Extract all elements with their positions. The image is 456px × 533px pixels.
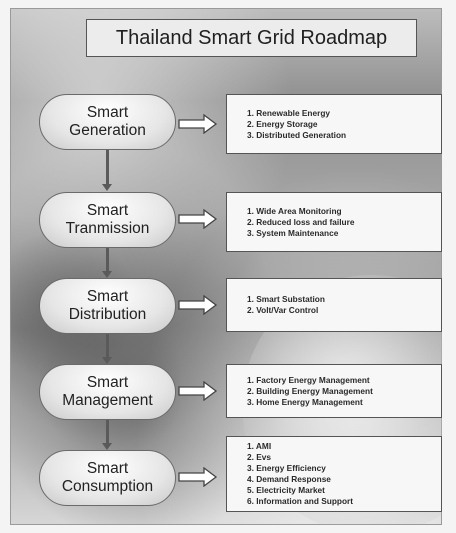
list-item: 5. Electricity Market <box>247 485 325 495</box>
stage-label-line1: Smart <box>86 104 129 121</box>
right-arrow-icon <box>178 381 218 401</box>
stage-items-list: 1. Factory Energy Management 2. Building… <box>247 375 373 408</box>
stage-label-line1: Smart <box>86 288 129 305</box>
stage-label-line1: Smart <box>86 374 129 391</box>
roadmap-title: Thailand Smart Grid Roadmap <box>86 19 417 57</box>
list-item: 3. Energy Efficiency <box>247 463 326 473</box>
list-item: 2. Building Energy Management <box>247 385 373 396</box>
list-item: 1. Renewable Energy <box>247 107 331 118</box>
stage-smart-generation: Smart Generation <box>39 94 176 150</box>
list-item: 1. AMI <box>247 441 272 451</box>
right-arrow-icon <box>178 467 218 487</box>
list-item: 3. Home Energy Management <box>247 396 363 407</box>
flow-connector <box>102 248 112 278</box>
flow-connector <box>102 334 112 364</box>
list-item: 4. Demand Response <box>247 474 331 484</box>
right-arrow-icon <box>178 209 218 229</box>
stage-label-line2: Management <box>62 392 153 409</box>
stage-items-box: 1. AMI 2. Evs 3. Energy Efficiency 4. De… <box>226 436 442 512</box>
stage-items-list: 1. Renewable Energy 2. Energy Storage 3.… <box>247 108 346 141</box>
stage-items-box: 1. Smart Substation 2. Volt/Var Control <box>226 278 442 332</box>
stage-label-line2: Distribution <box>68 306 147 323</box>
stage-smart-consumption: Smart Consumption <box>39 450 176 506</box>
list-item: 2. Evs <box>247 452 271 462</box>
right-arrow-icon <box>178 295 218 315</box>
stage-label-line2: Consumption <box>61 478 154 495</box>
list-item: 6. Information and Support <box>247 496 354 506</box>
stage-items-box: 1. Wide Area Monitoring 2. Reduced loss … <box>226 192 442 252</box>
stage-items-box: 1. Renewable Energy 2. Energy Storage 3.… <box>226 94 442 154</box>
background-foliage <box>10 228 180 488</box>
stage-label-line1: Smart <box>86 460 129 477</box>
stage-smart-transmission: Smart Tranmission <box>39 192 176 248</box>
stage-smart-management: Smart Management <box>39 364 176 420</box>
list-item: 1. Smart Substation <box>247 294 325 304</box>
stage-label-line2: Tranmission <box>65 220 150 237</box>
stage-label-line2: Generation <box>69 122 146 139</box>
stage-items-list: 1. AMI 2. Evs 3. Energy Efficiency 4. De… <box>247 441 353 507</box>
stage-label-line1: Smart <box>86 202 129 219</box>
stage-items-list: 1. Wide Area Monitoring 2. Reduced loss … <box>247 206 354 239</box>
list-item: 2. Volt/Var Control <box>247 305 319 315</box>
list-item: 3. Distributed Generation <box>247 129 347 140</box>
stage-items-box: 1. Factory Energy Management 2. Building… <box>226 364 442 418</box>
list-item: 1. Wide Area Monitoring <box>247 205 342 216</box>
roadmap-figure: Thailand Smart Grid Roadmap Smart Genera… <box>10 8 442 525</box>
flow-connector <box>102 420 112 450</box>
stage-smart-distribution: Smart Distribution <box>39 278 176 334</box>
list-item: 2. Energy Storage <box>247 118 318 129</box>
stage-items-list: 1. Smart Substation 2. Volt/Var Control <box>247 294 325 316</box>
list-item: 3. System Maintenance <box>247 227 339 238</box>
list-item: 1. Factory Energy Management <box>247 374 370 385</box>
list-item: 2. Reduced loss and failure <box>247 216 355 227</box>
flow-connector <box>102 150 112 191</box>
right-arrow-icon <box>178 114 218 134</box>
